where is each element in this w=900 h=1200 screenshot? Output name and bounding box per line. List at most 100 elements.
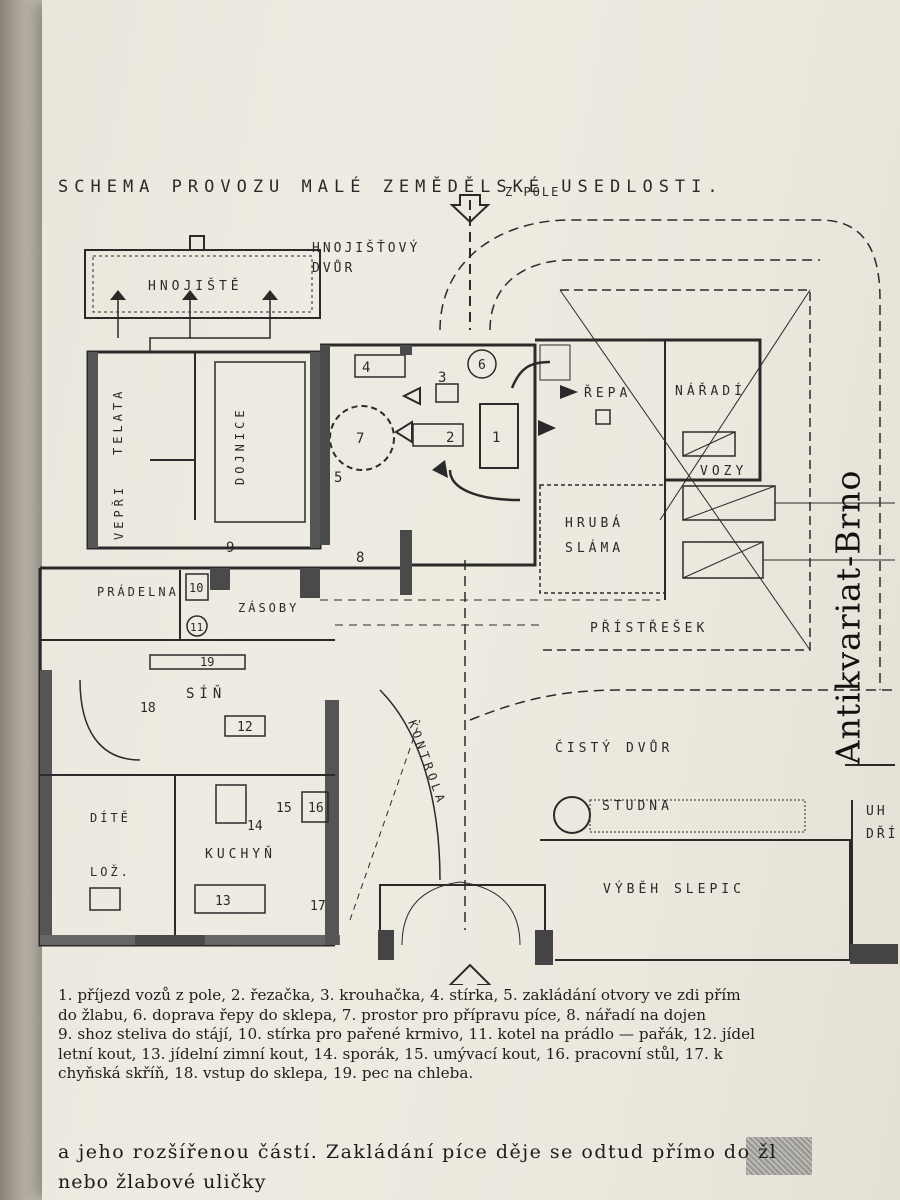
gate-post-right (535, 930, 553, 965)
label-sin: SÍŇ (186, 684, 226, 702)
straw-store-outline (539, 484, 666, 594)
caption-line: chyňská skříň, 18. vstup do sklepa, 19. … (58, 1064, 474, 1083)
sporak-14-box (215, 784, 247, 824)
caption-line: 1. příjezd vozů z pole, 2. řezačka, 3. k… (58, 986, 741, 1004)
number-2: 2 (446, 430, 454, 446)
chicken-run-walls (540, 839, 851, 961)
label-cisty-dvur: ČISTÝ DVŮR (555, 740, 673, 756)
label-slama: SLÁMA (565, 540, 624, 556)
label-dite: DÍTĚ (90, 810, 131, 825)
manure-pit-hatch (92, 255, 313, 313)
label-pradelna: PRÁDELNA (97, 584, 179, 599)
number-17: 17 (310, 899, 326, 914)
number-1: 1 (492, 430, 500, 446)
stable-left-wall (88, 352, 98, 548)
child-bed (89, 887, 121, 911)
number-3: 3 (438, 370, 446, 386)
shelter-diagonal-2 (659, 289, 811, 521)
pracovni-stul-16-box (301, 791, 329, 823)
number-18: 18 (140, 701, 156, 716)
label-loz: LOŽ. (90, 864, 131, 879)
route-clean-yard (469, 689, 895, 721)
arrow-krouhacka (401, 386, 421, 406)
label-kuchyn: KUCHYŇ (205, 846, 276, 862)
shelter-diagonal (559, 289, 811, 651)
label-hnojistovy: HNOJIŠŤOVÝ (312, 240, 420, 256)
house-left-wall-fill (40, 670, 52, 945)
plan-title: SCHEMA PROVOZU MALÉ ZEMĚDĚLSKÉ USEDLOSTI… (58, 175, 724, 197)
arrow-entry (448, 963, 492, 985)
arrow-repa-transport (510, 360, 551, 389)
number-14: 14 (247, 819, 263, 834)
beet-tool-walls (535, 338, 762, 482)
pec-19-box (149, 654, 246, 670)
gate-walls (379, 884, 546, 945)
number-15: 15 (276, 801, 292, 816)
number-10: 10 (189, 581, 203, 595)
caption-line: 9. shoz steliva do stájí, 10. stírka pro… (58, 1025, 755, 1044)
label-hnojiste: HNOJIŠTĚ (148, 278, 243, 294)
manure-arrow-lines (149, 300, 271, 352)
number-7: 7 (356, 431, 364, 447)
number-4: 4 (362, 360, 370, 376)
krouhacka-3-box (435, 383, 459, 403)
rezacka-2-box (412, 423, 464, 447)
label-z-pole: Z POLE (505, 185, 560, 199)
watermark: Antikvariat-Brno (818, 452, 878, 782)
arrow-from-field (449, 194, 491, 224)
label-telata: TELATA (111, 388, 125, 455)
book-spine-shadow (0, 0, 42, 1200)
shelter-roof-outline (540, 289, 811, 651)
number-12: 12 (237, 720, 253, 735)
label-hruba: HRUBÁ (565, 515, 624, 531)
well-circle (553, 796, 591, 834)
caption-line: letní kout, 13. jídelní zimní kout, 14. … (58, 1044, 723, 1063)
number-5: 5 (334, 470, 342, 486)
label-kontrola: KONTROLA (405, 718, 449, 807)
stirka-4-box (354, 354, 406, 378)
label-partial-dri: DŘÍ (866, 826, 898, 842)
label-pristresek: PŘÍSTŘEŠEK (590, 620, 708, 636)
zimni-kout-13-box (194, 884, 266, 914)
caption-line: do žlabu, 6. doprava řepy do sklepa, 7. … (58, 1005, 706, 1024)
figure-caption: 1. příjezd vozů z pole, 2. řezačka, 3. k… (58, 986, 900, 1084)
repa-transport-6-circle (467, 349, 497, 379)
route-control-arc (379, 689, 441, 881)
label-studna: STUDNA (602, 799, 673, 814)
number-8: 8 (356, 550, 364, 566)
label-partial-uh: UH (866, 804, 888, 819)
label-vozy: VOZY (700, 464, 747, 479)
stul-12-box (224, 715, 266, 737)
beet-hatch (595, 409, 611, 425)
number-9: 9 (226, 540, 234, 556)
gate-post-left (378, 930, 394, 960)
label-dojnice: DOJNICE (233, 406, 247, 485)
wagon-1-box (479, 403, 519, 469)
number-13: 13 (215, 894, 231, 909)
label-vepri: VEPŘI (111, 484, 126, 540)
number-16: 16 (308, 801, 324, 816)
body-line: a jeho rozšířenou částí. Zakládání píce … (58, 1141, 778, 1163)
house-right-wall-fill (325, 700, 339, 945)
route-outer (439, 219, 881, 690)
arrow-to-7 (394, 420, 413, 444)
stable-right-wall (310, 352, 320, 548)
cow-stalls (214, 361, 306, 523)
label-naradi: NÁŘADÍ (675, 383, 746, 399)
printer-mark (746, 1137, 812, 1175)
kotel-11-circle (186, 615, 208, 637)
stirka-10-box (185, 573, 209, 601)
processing-court-walls (320, 343, 537, 567)
manure-pit-chimney (189, 235, 205, 251)
body-text: a jeho rozšířenou částí. Zakládání píce … (58, 1138, 900, 1196)
number-6: 6 (478, 358, 486, 373)
farmstead-floor-plan: SCHEMA PROVOZU MALÉ ZEMĚDĚLSKÉ USEDLOSTI… (38, 175, 898, 985)
watermark-text: Antikvariat-Brno (828, 469, 868, 765)
cellar-stair-curve (79, 679, 141, 761)
body-line: nebo žlabové uličky (58, 1171, 267, 1193)
number-11: 11 (190, 621, 203, 634)
label-repa: ŘEPA (584, 385, 631, 401)
route-inner (489, 259, 820, 331)
gate-swing (401, 881, 521, 946)
wagon-slot-1 (682, 431, 736, 457)
